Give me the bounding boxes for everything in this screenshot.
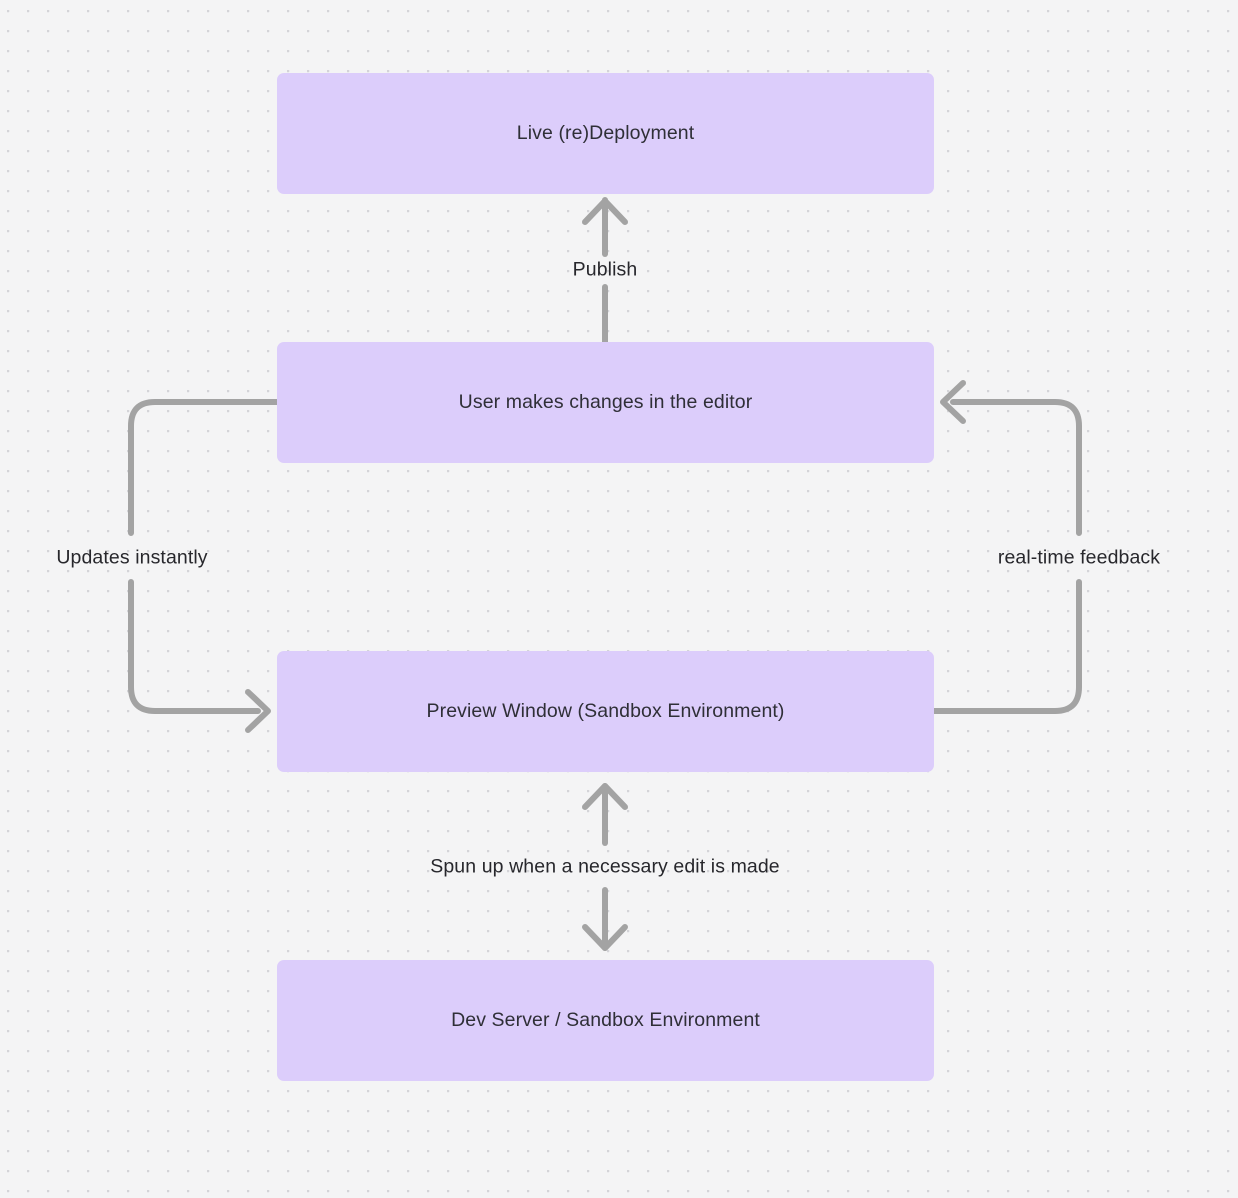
edge-label-spun-up: Spun up when a necessary edit is made (430, 855, 780, 878)
node-dev-server[interactable]: Dev Server / Sandbox Environment (277, 960, 934, 1081)
node-user-edits[interactable]: User makes changes in the editor (277, 342, 934, 463)
edge-label-real-time-feedback: real-time feedback (997, 546, 1161, 569)
node-label: User makes changes in the editor (458, 391, 753, 414)
node-label: Live (re)Deployment (516, 122, 695, 145)
node-label: Dev Server / Sandbox Environment (451, 1009, 760, 1032)
node-live-deployment[interactable]: Live (re)Deployment (277, 73, 934, 194)
node-label: Preview Window (Sandbox Environment) (426, 700, 785, 723)
edge-label-updates-instantly: Updates instantly (56, 546, 208, 569)
edge-label-publish: Publish (572, 258, 638, 281)
node-preview-window[interactable]: Preview Window (Sandbox Environment) (277, 651, 934, 772)
